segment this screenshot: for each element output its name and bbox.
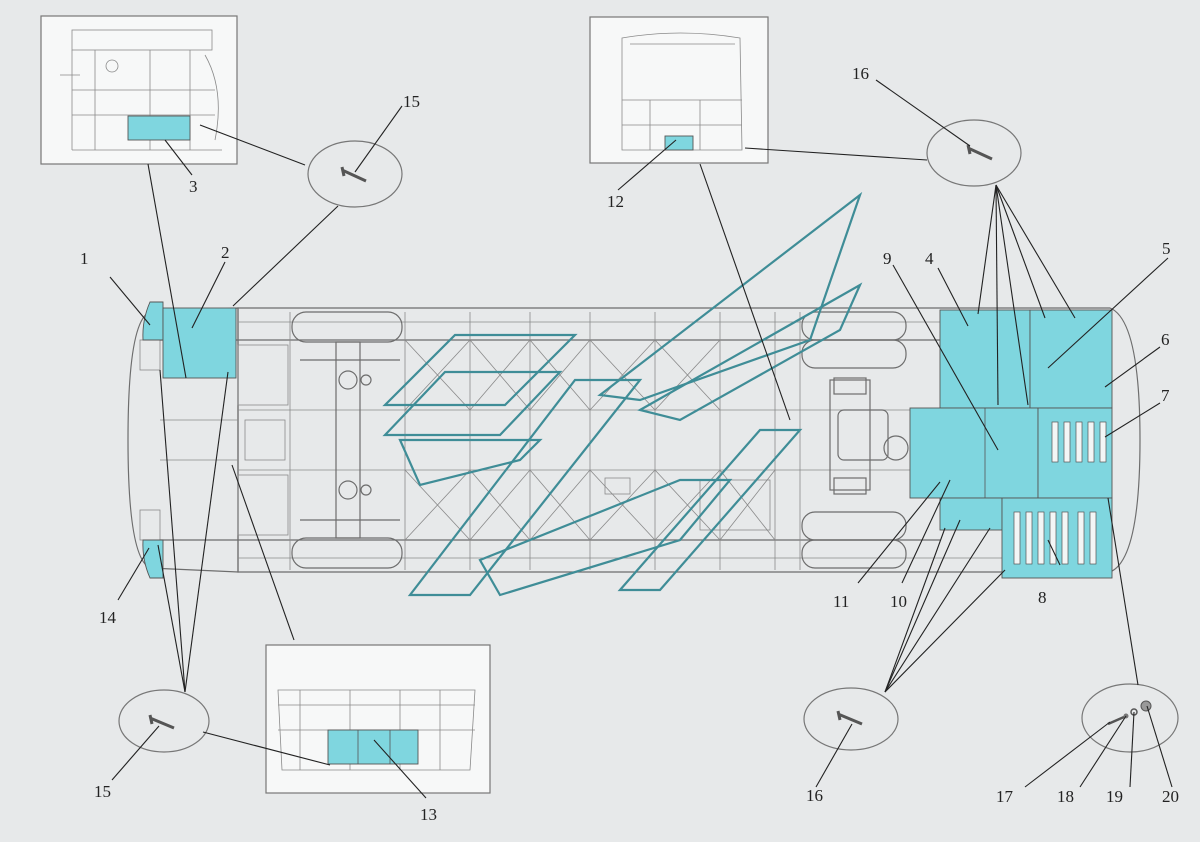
callout-18: 18 [1057,787,1074,806]
detail-15-bottom [118,689,210,753]
callout-20: 20 [1162,787,1179,806]
panel-10 [939,497,1003,531]
callout-4: 4 [925,249,934,268]
callout-10: 10 [890,592,907,611]
callout-16-top: 16 [852,64,869,83]
callout-17: 17 [996,787,1014,806]
detail-15-top [307,140,403,208]
callout-3: 3 [189,177,198,196]
leader-lines [109,79,1173,799]
callout-12: 12 [607,192,624,211]
inset-view-rear-bottom [265,644,491,794]
callout-6: 6 [1161,330,1170,349]
panel-4 [939,309,1031,409]
callout-2: 2 [221,243,230,262]
inset-view-rear-left [40,15,238,165]
detail-16-top [926,119,1022,187]
panel-1 [142,301,164,341]
callout-5: 5 [1162,239,1171,258]
callout-7: 7 [1161,386,1170,405]
callout-16-bottom: 16 [806,786,823,805]
chassis-frame [127,307,1141,573]
callout-19: 19 [1106,787,1123,806]
panel-7 [1037,407,1113,499]
inset-view-front [589,16,769,164]
callout-11: 11 [833,592,849,611]
callout-9: 9 [883,249,892,268]
rear-axle [291,311,403,569]
detail-17-20-fasteners [1081,683,1179,753]
panel-2 [162,307,237,379]
callout-labels: 1 2 3 4 5 6 7 8 9 10 11 12 13 14 15 15 1… [80,64,1179,824]
callout-1: 1 [80,249,89,268]
detail-16-bottom [803,687,899,751]
callout-14: 14 [99,608,117,627]
panel-8 [1001,497,1113,579]
callout-8: 8 [1038,588,1047,607]
callout-13: 13 [420,805,437,824]
manufacturer-logo-outline [382,191,863,597]
panel-14 [142,539,164,579]
callout-15-top: 15 [403,92,420,111]
callout-15-bottom: 15 [94,782,111,801]
panel-9 [909,407,1039,499]
front-axle [801,311,909,569]
panel-5 [1029,309,1113,409]
